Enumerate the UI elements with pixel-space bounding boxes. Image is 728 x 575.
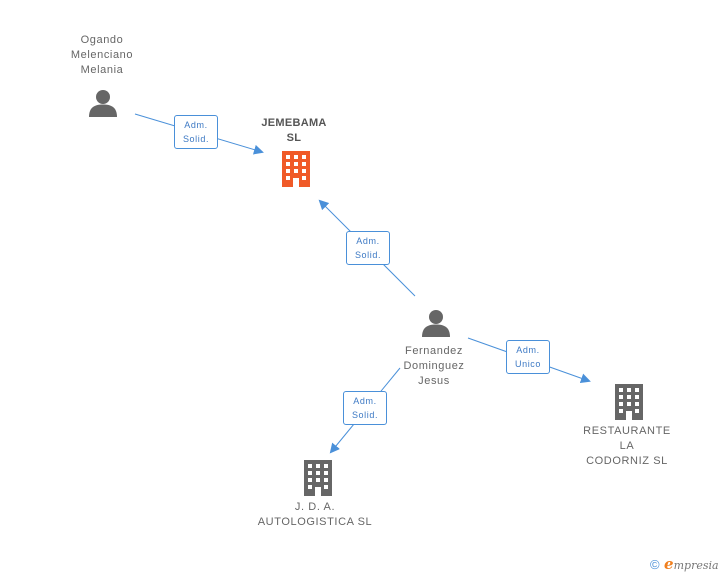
node-label-jda: J. D. A. AUTOLOGISTICA SL [257,501,373,528]
brand-rest: mpresia [673,559,719,572]
edge-badge[interactable]: Adm. Solid. [346,231,390,265]
node-label-ogando: Ogando Melenciano Melania [70,34,134,76]
person-icon[interactable] [88,88,118,123]
edge-badge[interactable]: Adm. Solid. [174,115,218,149]
node-label-restaurante: RESTAURANTE LA CODORNIZ SL [583,425,671,467]
building-icon[interactable] [303,460,333,501]
node-label-jemebama: JEMEBAMA SL [261,117,327,144]
node-label-fernandez: Fernandez Dominguez Jesus [403,345,465,387]
building-icon-main[interactable] [281,151,311,192]
edge-badge[interactable]: Adm. Solid. [343,391,387,425]
person-icon[interactable] [421,308,451,343]
brand-logo: empresia [664,555,719,573]
brand-footer[interactable]: © empresia [650,555,719,573]
edge-badge[interactable]: Adm. Unico [506,340,550,374]
building-icon[interactable] [614,384,644,425]
copyright-icon: © [650,557,660,572]
brand-initial: e [664,555,674,573]
